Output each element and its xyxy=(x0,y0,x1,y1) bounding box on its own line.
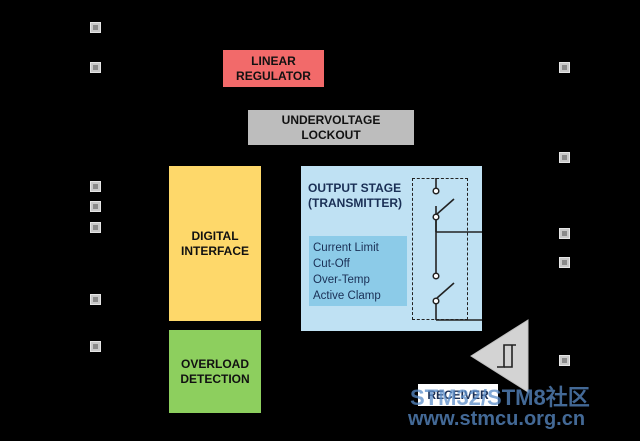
overload-label-1: OVERLOAD xyxy=(180,356,249,371)
output-stage-title: OUTPUT STAGE (TRANSMITTER) xyxy=(308,181,402,211)
overload-detection-block: OVERLOAD DETECTION xyxy=(169,330,261,413)
protection-cut-off: Cut-Off xyxy=(313,258,350,270)
uvlo-label-1: UNDERVOLTAGE xyxy=(281,112,381,127)
pin-left-1 xyxy=(90,22,101,33)
protection-over-temp: Over-Temp xyxy=(313,274,370,286)
pin-left-7 xyxy=(90,341,101,352)
digital-interface-label-1: DIGITAL xyxy=(191,228,239,243)
pin-left-6 xyxy=(90,294,101,305)
pin-right-3 xyxy=(559,228,570,239)
digital-interface-label-2: INTERFACE xyxy=(180,243,249,258)
output-stage-block: OUTPUT STAGE (TRANSMITTER) Current Limit… xyxy=(301,166,482,331)
output-stage-label-1: OUTPUT STAGE xyxy=(308,181,402,195)
linear-regulator-block: LINEAR REGULATOR xyxy=(223,50,324,87)
protection-active-clamp: Active Clamp xyxy=(313,290,381,302)
low-side-switch-icon xyxy=(432,250,455,305)
high-side-switch-icon xyxy=(432,187,455,232)
digital-interface-block: DIGITAL INTERFACE xyxy=(169,166,261,321)
pin-right-4 xyxy=(559,257,570,268)
receiver-label: RECEIVER xyxy=(418,384,498,406)
output-stage-label-2: (TRANSMITTER) xyxy=(308,196,402,210)
switch-wiring xyxy=(435,178,482,321)
receiver-comparator-icon xyxy=(470,319,529,393)
watermark-line-1: STM32/STM8社区 xyxy=(410,385,590,410)
linear-regulator-label-2: REGULATOR xyxy=(236,68,311,83)
linear-regulator-label-1: LINEAR xyxy=(251,53,296,68)
pin-right-1 xyxy=(559,62,570,73)
pin-left-3 xyxy=(90,181,101,192)
pin-left-2 xyxy=(90,62,101,73)
pin-left-4 xyxy=(90,201,101,212)
uvlo-label-2: LOCKOUT xyxy=(301,127,361,142)
protection-current-limit: Current Limit xyxy=(313,242,379,254)
pin-right-2 xyxy=(559,152,570,163)
watermark-line-2: www.stmcu.org.cn xyxy=(408,408,586,430)
overload-label-2: DETECTION xyxy=(180,371,250,386)
protection-features-box: Current Limit Cut-Off Over-Temp Active C… xyxy=(309,236,407,306)
pin-right-5 xyxy=(559,355,570,366)
undervoltage-lockout-block: UNDERVOLTAGE LOCKOUT xyxy=(248,110,414,145)
pin-left-5 xyxy=(90,222,101,233)
